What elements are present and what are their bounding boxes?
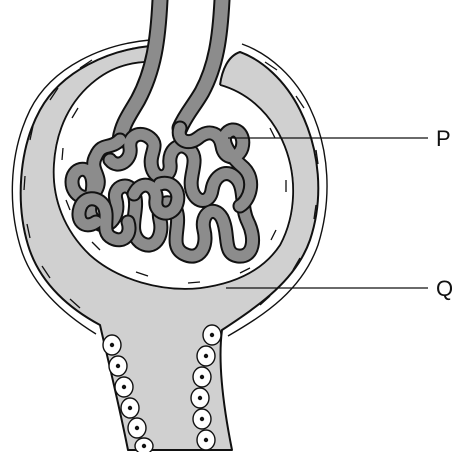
label-p: P bbox=[436, 126, 451, 151]
label-q: Q bbox=[436, 276, 452, 301]
